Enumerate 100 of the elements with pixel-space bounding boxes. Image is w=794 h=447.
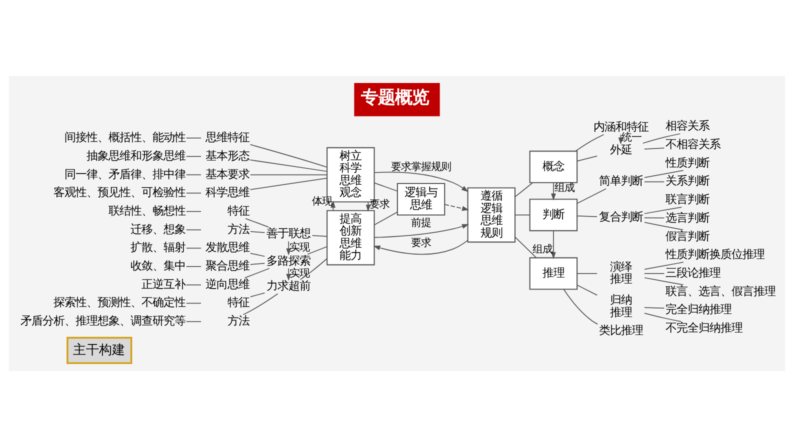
edge-label: 实现 bbox=[290, 241, 310, 254]
arrow bbox=[286, 240, 292, 256]
node-text: 发散思维 bbox=[205, 240, 250, 254]
edge-label: 组成 bbox=[532, 244, 553, 256]
connector bbox=[186, 156, 202, 157]
node-text: 不完全归纳推理 bbox=[665, 320, 742, 335]
connector bbox=[186, 321, 202, 322]
connector bbox=[307, 246, 328, 255]
arrow bbox=[286, 268, 292, 281]
node-text: 力求超前 bbox=[266, 278, 311, 293]
connector bbox=[242, 293, 278, 316]
connector bbox=[576, 215, 598, 218]
node-text: 归纳推理 bbox=[610, 292, 632, 319]
connector bbox=[576, 188, 606, 204]
node-text: 关系判断 bbox=[665, 174, 710, 188]
connector bbox=[644, 312, 682, 322]
arrow bbox=[374, 172, 468, 192]
node-text: 联言、选言、假言推理 bbox=[665, 284, 776, 298]
node-text: 外延 bbox=[610, 142, 632, 156]
connector bbox=[644, 277, 684, 286]
connector bbox=[186, 229, 202, 230]
node-text: 三段论推理 bbox=[665, 266, 720, 280]
connector bbox=[576, 284, 598, 296]
node-text: 演绎推理 bbox=[610, 259, 632, 286]
node-text: 选言判断 bbox=[665, 210, 710, 224]
edge-label: 实现 bbox=[290, 267, 310, 280]
node-box: 概念 bbox=[529, 150, 578, 184]
node-box: 判断 bbox=[529, 198, 578, 232]
connector bbox=[644, 273, 665, 274]
node-text: 迁移、想象 bbox=[130, 222, 186, 236]
edge-label: 统一 bbox=[622, 131, 642, 144]
node-text: 聚合思维 bbox=[205, 258, 250, 273]
node-text: 完全归纳推理 bbox=[665, 302, 732, 316]
connector bbox=[186, 284, 202, 286]
edge-label: 要求 bbox=[411, 237, 432, 250]
node-text: 相容关系 bbox=[665, 118, 710, 133]
connector bbox=[563, 288, 598, 325]
connector bbox=[186, 192, 202, 194]
node-box: 推理 bbox=[529, 257, 578, 290]
connector bbox=[514, 236, 537, 258]
connector bbox=[374, 212, 398, 226]
connector bbox=[644, 206, 682, 214]
node-text: 收敛、集中 bbox=[130, 258, 186, 273]
node-text: 多路探索 bbox=[266, 253, 311, 268]
arrow bbox=[551, 182, 556, 201]
connector bbox=[644, 222, 684, 230]
node-text: 同一律、矛盾律、排中律 bbox=[64, 166, 186, 181]
node-box: 提高创新思维能力 bbox=[326, 210, 375, 266]
node-text: 复合判断 bbox=[598, 210, 643, 224]
connector bbox=[250, 144, 328, 168]
connector bbox=[312, 235, 328, 237]
edge-label: 前提 bbox=[411, 216, 432, 229]
edge-label: 组成 bbox=[554, 182, 574, 194]
arrow bbox=[444, 204, 470, 211]
connector bbox=[514, 214, 530, 216]
connector bbox=[300, 258, 328, 280]
connector bbox=[644, 170, 684, 178]
node-text: 方法 bbox=[227, 222, 250, 236]
connector bbox=[576, 273, 598, 274]
arrow bbox=[373, 240, 468, 255]
node-text: 矛盾分析、推理想象、调查研究等 bbox=[20, 314, 186, 328]
node-text: 特征 bbox=[227, 203, 250, 218]
node-text: 间接性、概括性、能动性 bbox=[64, 130, 186, 144]
node-text: 类比推理 bbox=[598, 323, 643, 338]
connector bbox=[250, 292, 266, 298]
arrow bbox=[551, 230, 556, 260]
connector bbox=[644, 181, 665, 182]
node-text: 客观性、预见性、可检验性 bbox=[53, 185, 186, 200]
label: 主干构建 bbox=[73, 342, 126, 358]
node-box: 遵循逻辑思维规则 bbox=[467, 187, 516, 243]
node-text: 基本要求 bbox=[205, 166, 250, 181]
connector bbox=[186, 266, 202, 267]
connector bbox=[244, 268, 270, 278]
connector bbox=[250, 262, 266, 265]
node-text: 抽象思维和形象思维 bbox=[86, 148, 186, 162]
connector bbox=[250, 174, 328, 176]
connector bbox=[245, 218, 269, 228]
node-text: 探索性、预测性、不确定性 bbox=[53, 295, 186, 310]
diagram-title: 专题概览 bbox=[361, 88, 430, 108]
arrow bbox=[330, 200, 336, 211]
node-text: 联结性、畅想性 bbox=[108, 203, 186, 218]
node-text: 逆向思维 bbox=[205, 276, 250, 291]
node-text: 联言判断 bbox=[665, 192, 710, 206]
arrow bbox=[374, 224, 470, 238]
node-text: 思维特征 bbox=[205, 130, 250, 144]
node-text: 扩散、辐射 bbox=[130, 240, 186, 254]
connector bbox=[576, 156, 598, 162]
node-text: 性质判断 bbox=[665, 155, 710, 170]
connector bbox=[186, 248, 202, 249]
connector bbox=[250, 160, 328, 172]
connector bbox=[514, 182, 533, 198]
connector bbox=[642, 133, 681, 144]
node-text: 特征 bbox=[227, 295, 250, 310]
node-box: 逻辑与思维 bbox=[396, 182, 446, 216]
connector bbox=[186, 174, 202, 176]
connector bbox=[250, 252, 266, 257]
connector bbox=[644, 217, 665, 218]
node-text: 基本形态 bbox=[205, 148, 250, 162]
node-text: 科学思维 bbox=[205, 185, 250, 200]
node-text: 不相容关系 bbox=[665, 137, 720, 152]
